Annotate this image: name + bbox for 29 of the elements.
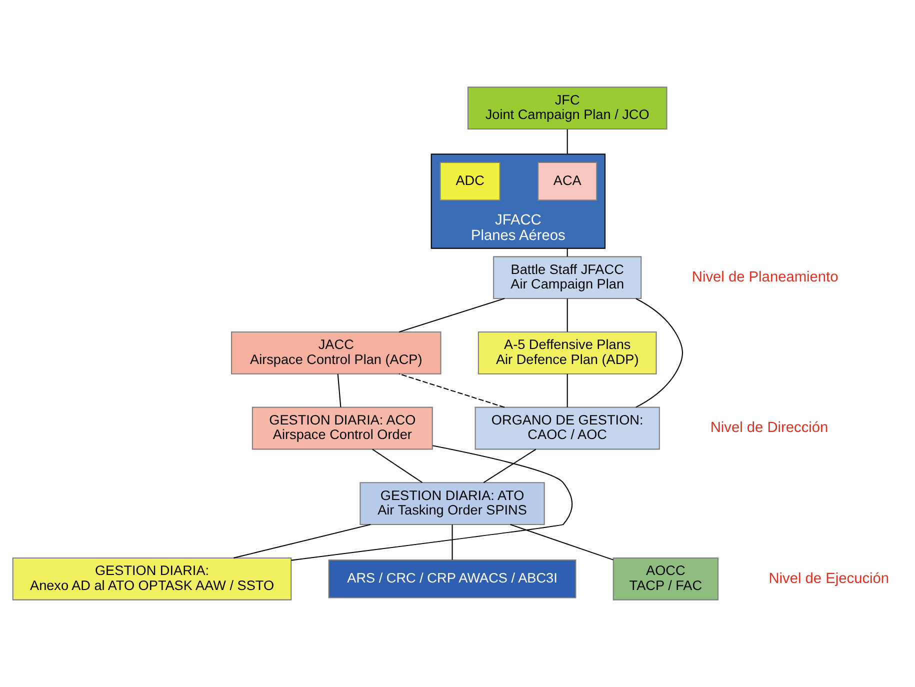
label: Nivel de Dirección	[710, 420, 828, 436]
node-box: ARS / CRC / CRP AWACS / ABC3I	[328, 560, 576, 598]
connector	[566, 248, 568, 256]
node-box: AOCC TACP / FAC	[612, 557, 719, 600]
label: Nivel de Ejecución	[768, 570, 890, 587]
node-box: ACA	[538, 162, 598, 201]
node-box: Battle Staff JFACC Air Campaign Plan	[493, 256, 642, 300]
node-box: ADC	[440, 162, 500, 201]
connector	[398, 298, 505, 332]
connector	[566, 298, 568, 332]
connector	[566, 374, 568, 408]
node-box: GESTION DIARIA: ACO Airspace Control Order	[252, 406, 433, 450]
connector	[566, 129, 568, 154]
node-box: ORGANO DE GESTION: CAOC / AOC	[474, 406, 660, 450]
node-box: GESTION DIARIA: ATO Air Tasking Order SPINS	[360, 482, 545, 526]
connector	[510, 524, 614, 560]
label: Nivel de Planeamiento	[692, 269, 838, 286]
connector	[636, 298, 683, 408]
connector	[483, 448, 536, 483]
connector	[234, 524, 371, 558]
connector	[372, 448, 423, 483]
connector	[337, 374, 342, 408]
node-box: JFC Joint Campaign Plan / JCO	[467, 86, 668, 130]
connector	[291, 445, 573, 561]
connector	[398, 373, 505, 408]
node-box: JACC Airspace Control Plan (ACP)	[231, 331, 442, 374]
node-box: A-5 Deffensive Plans Air Defence Plan (ADP)	[478, 331, 657, 374]
connector	[452, 524, 453, 560]
node-box: GESTION DIARIA: Anexo AD al ATO OPTASK AAW / SSTO	[12, 557, 292, 600]
